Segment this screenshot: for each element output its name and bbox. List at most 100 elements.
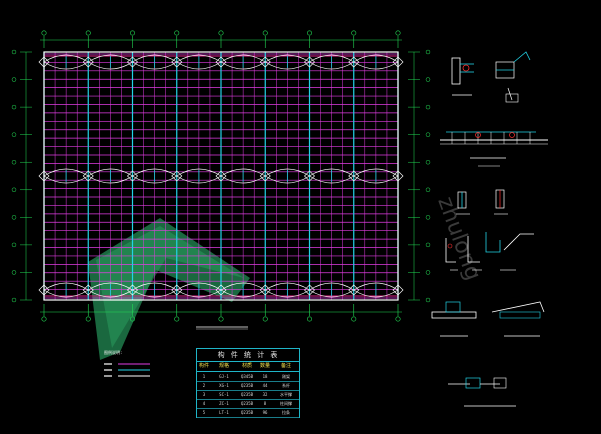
table-cell: Q235B (240, 410, 254, 415)
brace-node (259, 170, 271, 182)
bracing-arc (220, 168, 266, 177)
brace-node (304, 284, 315, 296)
brace-node (38, 284, 50, 296)
detail-connection (493, 377, 507, 389)
brace-node (392, 56, 404, 68)
brace-node (215, 284, 227, 296)
axis-bubble (11, 49, 17, 55)
axis-bubble (11, 77, 17, 82)
axis-bubble (351, 316, 357, 322)
bracing-arc (132, 289, 177, 298)
bracing-arc (43, 61, 89, 70)
bracing-arc (220, 54, 266, 63)
detail-connection (465, 377, 481, 389)
bracing-arc (353, 289, 399, 298)
detail-angle (467, 236, 480, 263)
axis-bubble (11, 270, 17, 275)
table-cell: 拉条 (282, 410, 290, 415)
brace-node (82, 56, 94, 68)
bracing-arc (132, 282, 177, 291)
brace-node (38, 170, 50, 182)
detail-angle (503, 233, 534, 251)
axis-bubble (174, 316, 180, 322)
brace-node (304, 56, 315, 68)
axis-bubble (218, 30, 224, 36)
bracing-arc (88, 54, 133, 63)
table-cell: XG-1 (219, 383, 229, 388)
detail-column-stub (445, 301, 461, 313)
detail-member (513, 51, 531, 63)
bracing-arc (353, 175, 399, 184)
axis-bubble (262, 30, 268, 36)
table-cell: 1 (202, 374, 206, 379)
table-cell: 3 (202, 392, 206, 397)
table-cell: 系杆 (282, 383, 290, 388)
bracing-arc (132, 175, 177, 184)
axis-bubble (395, 316, 401, 322)
bracing-arc (265, 54, 310, 63)
brace-node (259, 56, 271, 68)
brace-node (171, 170, 183, 182)
table-cell: SC-1 (219, 392, 229, 397)
axis-bubble (218, 316, 224, 322)
brace-node (392, 170, 404, 182)
axis-bubble (41, 30, 47, 36)
table-cell: ZC-1 (219, 401, 229, 406)
bracing-arc (309, 168, 354, 177)
bracing-arc (176, 282, 222, 291)
bracing-arc (220, 282, 266, 291)
bracing-arc (43, 168, 89, 177)
table-cell: 32 (262, 392, 268, 397)
brace-node (171, 284, 183, 296)
detail-bolt (509, 132, 515, 138)
table-cell: GJ-1 (219, 374, 229, 379)
table-cell: LT-1 (219, 410, 229, 415)
axis-bubble (41, 316, 47, 322)
axis-bubble (425, 77, 431, 82)
bracing-arc (88, 168, 133, 177)
table-header-cell: 构件 (198, 363, 209, 369)
detail-angle (485, 232, 501, 253)
table-header-cell: 数量 (259, 363, 270, 369)
brace-node (348, 170, 360, 182)
table-header: 构件 规格 材质 数量 备注 (197, 361, 299, 372)
table-cell: 18 (262, 374, 268, 379)
axis-bubble (85, 316, 91, 322)
table-cell: 柱间撑 (280, 401, 292, 406)
bracing-arc (176, 54, 222, 63)
bracing-arc (43, 54, 89, 63)
axis-bubble (425, 270, 431, 275)
bracing-arc (353, 61, 399, 70)
axis-bubble (85, 30, 91, 36)
bracing-arc (265, 289, 310, 298)
detail-base-plate (431, 311, 477, 319)
table-cell: 5 (202, 410, 206, 415)
bracing-arc (88, 175, 133, 184)
brace-node (348, 56, 360, 68)
axis-bubble (425, 215, 431, 220)
axis-bubble (11, 215, 17, 220)
brace-node (82, 284, 94, 296)
axis-bubble (425, 242, 431, 248)
bracing-arc (220, 61, 266, 70)
table-cell: Q235B (240, 392, 254, 397)
brace-node (259, 284, 271, 296)
axis-bubble (425, 49, 431, 55)
axis-bubble (11, 297, 17, 303)
bracing-arc (265, 168, 310, 177)
brace-node (171, 56, 183, 68)
bracing-arc (132, 168, 177, 177)
brace-node (215, 56, 227, 68)
table-title: 构 件 统 计 表 (197, 349, 299, 362)
bracing-arc (176, 168, 222, 177)
detail-tag (505, 93, 519, 103)
axis-bubble (425, 297, 431, 303)
detail-angle (445, 238, 456, 263)
axis-bubble (262, 316, 268, 322)
axis-bubble (306, 30, 312, 36)
